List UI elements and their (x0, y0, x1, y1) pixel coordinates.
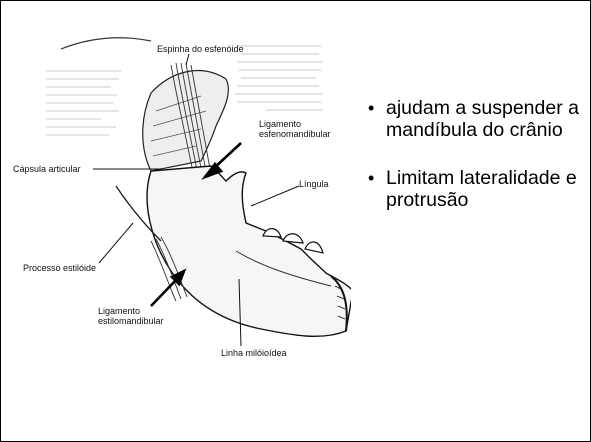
anatomy-figure: Espinha do esfenóide Ligamento esfenoman… (1, 1, 351, 371)
bullet-dot-icon: • (368, 97, 374, 119)
label-ligamento-estilomandibular: Ligamento estilomandibular (98, 306, 183, 326)
label-ligamento-esfenomandibular: Ligamento esfenomandibular (259, 119, 354, 139)
bullet-dot-icon: • (368, 167, 374, 189)
label-capsula-articular: Cápsula articular (13, 164, 81, 174)
label-processo-estiloide: Processo estilóide (23, 263, 96, 273)
bullet-text: Limitam lateralidade e protrusão (386, 167, 577, 211)
label-espinha-esfenoide: Espinha do esfenóide (157, 44, 244, 54)
bullet-list: • ajudam a suspender a mandíbula do crân… (368, 97, 590, 237)
bullet-text: ajudam a suspender a mandíbula do crânio (386, 97, 579, 141)
label-lingula: Língula (299, 179, 329, 189)
label-linha-miloioidea: Linha milóioídea (221, 348, 287, 358)
bullet-item: • Limitam lateralidade e protrusão (368, 167, 590, 211)
bullet-item: • ajudam a suspender a mandíbula do crân… (368, 97, 590, 141)
